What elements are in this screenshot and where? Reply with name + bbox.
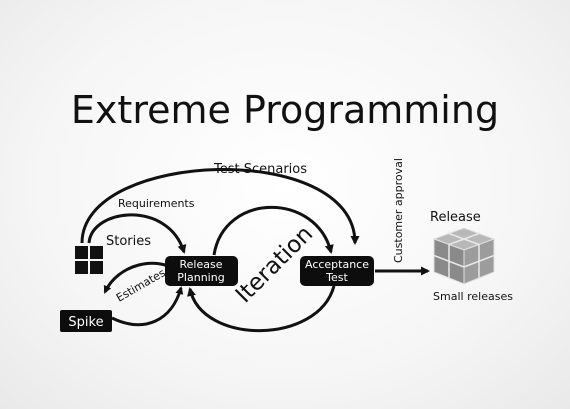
- test-scenarios-arrow: [80, 168, 360, 245]
- acceptance-test-line-1: Acceptance: [305, 258, 369, 271]
- spike-node: Spike: [60, 310, 112, 332]
- customer-approval-label: Customer approval: [392, 158, 405, 263]
- iteration-bottom-arrow: [187, 285, 336, 333]
- acceptance-test-line-2: Test: [325, 271, 348, 284]
- test-scenarios-label: Test Scenarios: [213, 162, 307, 177]
- release-planning-line-2: Planning: [177, 271, 224, 284]
- requirements-arrow: [87, 213, 187, 254]
- release-label: Release: [430, 210, 481, 225]
- requirements-label: Requirements: [118, 197, 195, 210]
- release-cube-icon: [432, 227, 496, 285]
- acceptance-test-node: Acceptance Test: [300, 256, 374, 286]
- release-planning-line-1: Release: [180, 258, 223, 271]
- spike-label: Spike: [68, 315, 103, 330]
- small-releases-label: Small releases: [433, 290, 513, 303]
- stories-label: Stories: [106, 234, 151, 249]
- stories-grid-icon: [75, 246, 103, 274]
- spike-to-planning-arrow: [111, 286, 184, 327]
- page-title: Extreme Programming: [71, 88, 499, 132]
- release-planning-node: Release Planning: [165, 256, 238, 286]
- iteration-top-arrow: [212, 206, 334, 256]
